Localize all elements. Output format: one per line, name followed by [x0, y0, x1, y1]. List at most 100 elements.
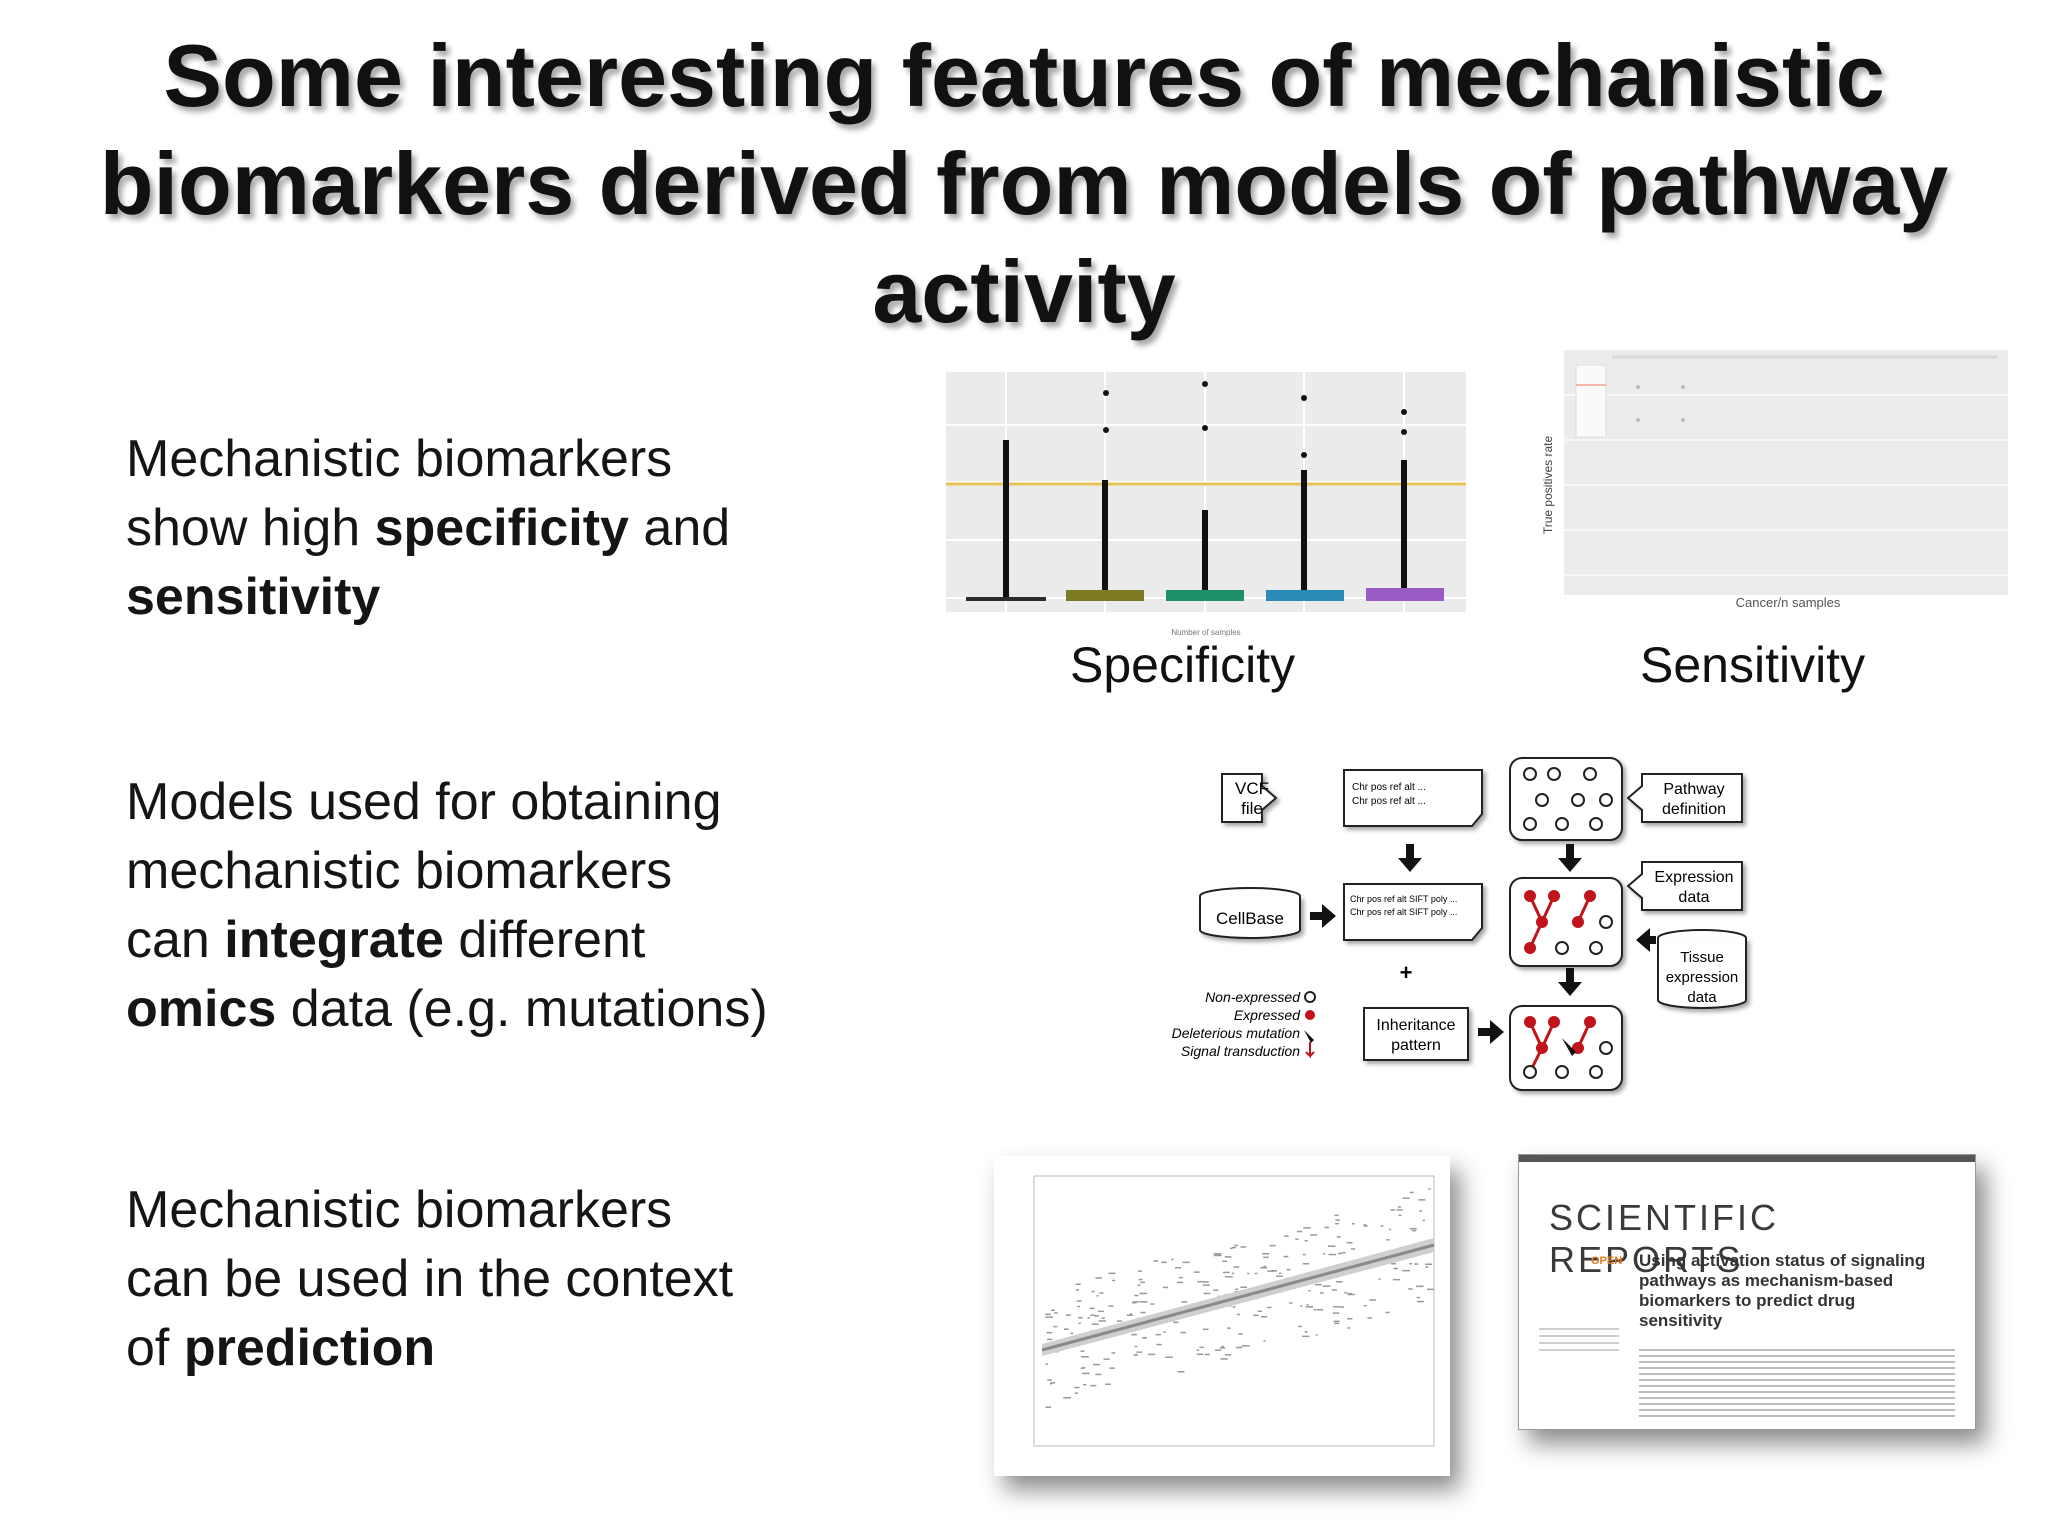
scatter-point	[1337, 1306, 1345, 1308]
scatter-point	[1409, 1227, 1417, 1230]
outlier-point	[1103, 427, 1109, 433]
bullet-text: Models used for obtaining	[126, 773, 722, 831]
scatter-point	[1324, 1226, 1329, 1229]
scatter-point	[1269, 1244, 1276, 1247]
scatter-point	[1134, 1294, 1139, 1297]
svg-text:Pathway: Pathway	[1663, 781, 1724, 798]
scatter-point	[1045, 1313, 1051, 1316]
scatter-point	[1109, 1367, 1115, 1369]
scatter-point	[1202, 1328, 1209, 1331]
bullet-bold-text: specificity	[374, 499, 629, 557]
svg-text:pattern: pattern	[1391, 1037, 1441, 1054]
inheritance-pattern-box: Inheritance pattern	[1363, 1007, 1469, 1061]
scatter-point	[1305, 1306, 1314, 1308]
scatter-point	[1087, 1317, 1090, 1319]
scatter-point	[1257, 1310, 1262, 1312]
scatter-point	[1165, 1356, 1173, 1358]
scatter-point	[1202, 1284, 1210, 1286]
scatter-point	[1263, 1265, 1267, 1268]
scatter-point	[1333, 1320, 1340, 1323]
scatter-point	[1308, 1290, 1311, 1292]
scatter-point	[1203, 1292, 1211, 1295]
final-pathway-box	[1509, 1005, 1623, 1091]
scatter-point	[1238, 1333, 1243, 1335]
bullet-text: show high	[126, 499, 375, 557]
scatter-point	[1347, 1318, 1353, 1320]
bullet-bold-text: omics	[126, 980, 277, 1038]
scatter-point	[1063, 1328, 1069, 1330]
scatter-point	[1352, 1223, 1355, 1225]
scatter-point	[1153, 1260, 1158, 1262]
scatter-point	[1095, 1277, 1102, 1279]
arrow-left	[1636, 928, 1656, 952]
scatter-point	[1428, 1188, 1431, 1190]
scatter-point	[1267, 1306, 1272, 1309]
outlier-point	[1202, 381, 1208, 387]
arrow-right	[1310, 904, 1336, 928]
title-line-3: activity	[872, 242, 1176, 341]
scatter-point	[1089, 1307, 1095, 1310]
scatter-point	[1229, 1247, 1233, 1250]
expressed-icon	[1305, 1010, 1315, 1020]
box-4	[1266, 590, 1344, 601]
scatter-point	[1408, 1288, 1413, 1290]
x-axis-label: Number of samples	[1171, 628, 1240, 637]
scatter-point	[1367, 1317, 1372, 1319]
scatter-point	[1335, 1222, 1339, 1225]
scatter-point	[1278, 1272, 1282, 1275]
scatter-point	[1112, 1279, 1116, 1282]
scatter-point	[1219, 1347, 1226, 1349]
scatter-plot	[1033, 1175, 1435, 1447]
open-badge: OPEN	[1591, 1255, 1623, 1267]
scatter-point	[1402, 1269, 1410, 1272]
scatter-point	[1180, 1331, 1187, 1334]
scatter-point	[1050, 1382, 1055, 1384]
svg-text:definition: definition	[1662, 801, 1726, 818]
scatter-point	[1078, 1317, 1083, 1319]
bullet-prediction: Mechanistic biomarkers can be used in th…	[126, 1176, 733, 1383]
scatter-point	[1241, 1345, 1250, 1347]
scatter-point	[1363, 1225, 1368, 1227]
sensitivity-caption: Sensitivity	[1640, 637, 1866, 693]
scatter-point	[1415, 1285, 1424, 1288]
scatter-point	[1323, 1253, 1326, 1255]
scatter-point	[1162, 1286, 1168, 1289]
scatter-point	[1391, 1263, 1397, 1265]
scatter-point	[1181, 1301, 1188, 1303]
scatter-point	[1397, 1206, 1402, 1208]
scatter-point	[1075, 1283, 1081, 1285]
scatter-point	[1344, 1292, 1348, 1294]
scatter-point	[1363, 1224, 1366, 1226]
outlier-point	[1301, 395, 1307, 401]
scatter-point	[1310, 1234, 1318, 1236]
scatter-point	[1094, 1315, 1099, 1317]
scatter-point	[1078, 1322, 1081, 1325]
scatter-point	[1347, 1327, 1350, 1329]
scatter-point	[1134, 1345, 1138, 1348]
bullet-bold-text: integrate	[224, 911, 444, 969]
scatter-point	[1156, 1343, 1162, 1346]
scatter-point	[1276, 1275, 1283, 1277]
scatter-point	[1402, 1197, 1410, 1199]
scatter-point	[1304, 1239, 1308, 1242]
legend: Non-expressed Expressed Deleterious muta…	[1172, 989, 1316, 1059]
outlier-strip	[1003, 440, 1009, 600]
scatter-point	[1202, 1281, 1209, 1283]
scatter-point	[1363, 1304, 1367, 1307]
regression-line	[1041, 1243, 1435, 1352]
scatter-point	[1132, 1302, 1137, 1304]
pathway-definition-box: Pathway definition	[1626, 773, 1743, 823]
scatter-point	[1302, 1335, 1310, 1338]
svg-text:Expressed: Expressed	[1234, 1007, 1301, 1023]
scatter-point	[1320, 1292, 1324, 1294]
scatter-point	[1289, 1302, 1293, 1304]
scatter-point	[1204, 1353, 1210, 1356]
scatter-point	[1302, 1263, 1310, 1265]
scatter-point	[1409, 1191, 1414, 1194]
signal-arrow-icon	[1305, 1042, 1315, 1059]
svg-text:Signal transduction: Signal transduction	[1181, 1043, 1300, 1059]
scatter-point	[1137, 1284, 1141, 1286]
svg-text:Chr pos ref alt SIFT poly ...: Chr pos ref alt SIFT poly ...	[1350, 907, 1457, 917]
scatter-point	[1138, 1278, 1143, 1281]
scatter-point	[1231, 1272, 1235, 1275]
